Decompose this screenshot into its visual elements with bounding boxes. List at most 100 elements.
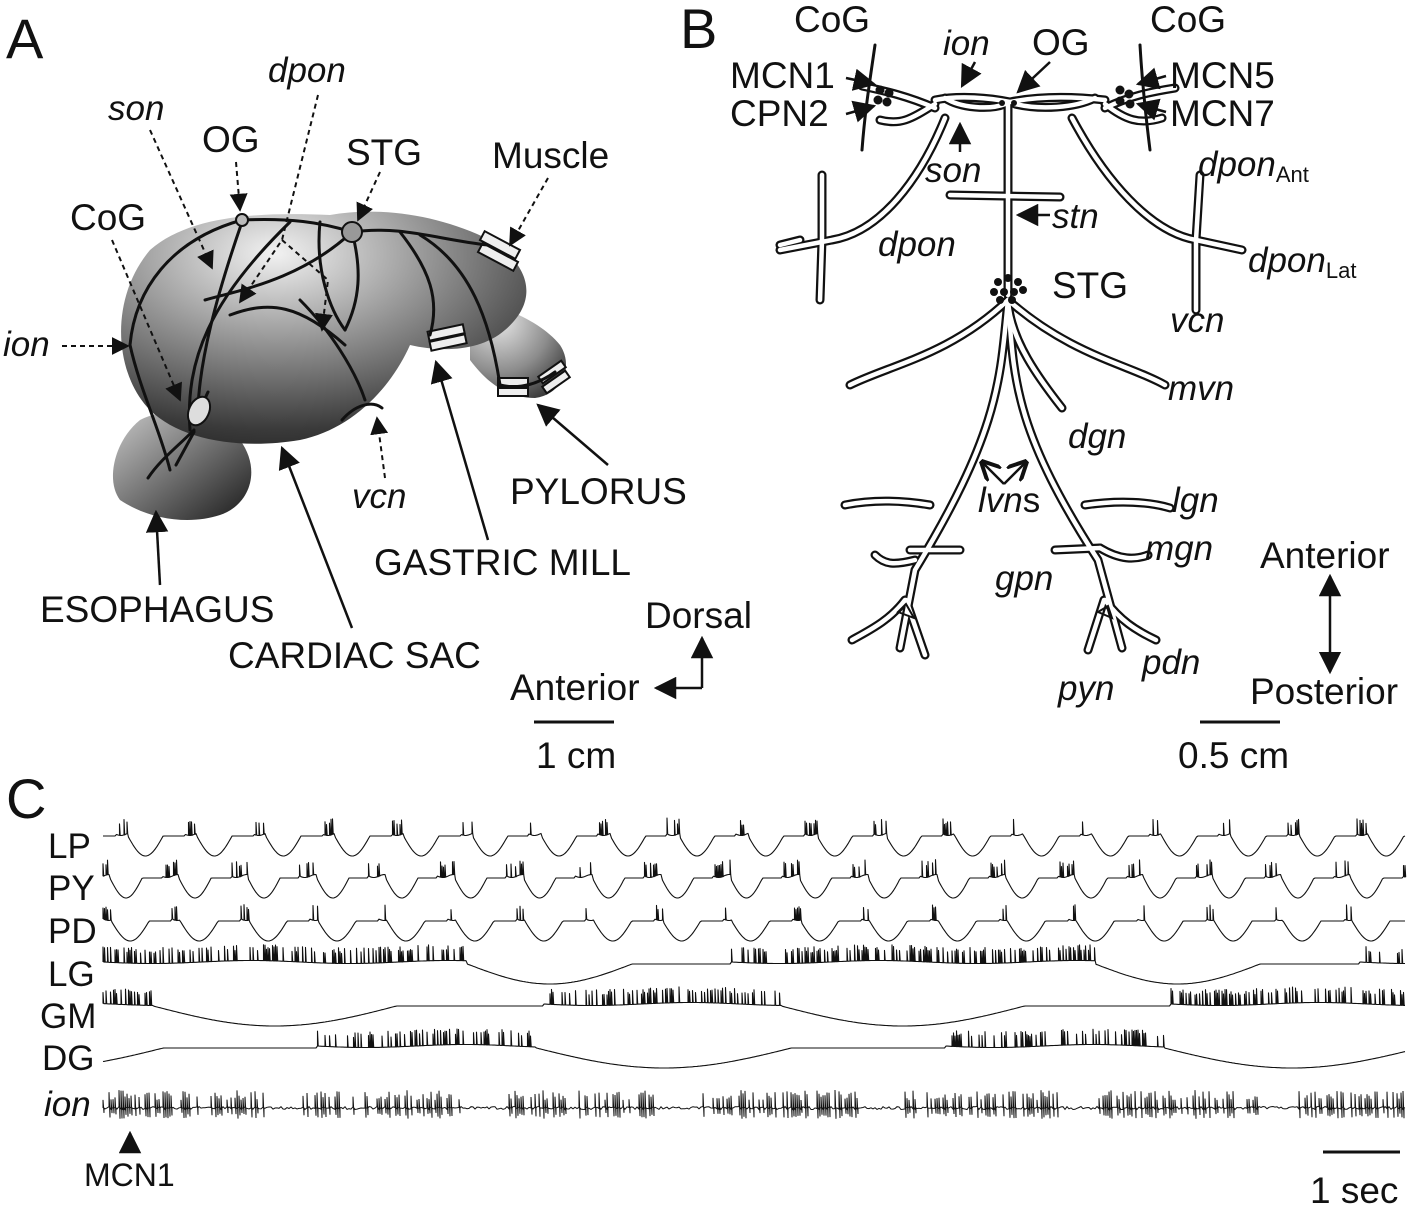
label-esophagus: ESOPHAGUS: [40, 589, 274, 630]
label-cpn2: CPN2: [730, 93, 829, 134]
cog-left-outline: [860, 43, 877, 152]
label-stg-b: STG: [1052, 265, 1128, 306]
trace-lp: [103, 817, 1406, 857]
pointer-mcn5: [1135, 67, 1167, 90]
label-muscle: Muscle: [492, 135, 609, 176]
og-soma: [999, 100, 1005, 106]
trace-dg: [102, 1028, 1406, 1069]
pointer-mcn7: [1135, 98, 1167, 121]
label-lgn: lgn: [1172, 481, 1219, 520]
og-soma-2: [1011, 100, 1017, 106]
pointer-cog-a: [111, 239, 182, 402]
label-cardiac-sac: CARDIAC SAC: [228, 635, 481, 676]
label-son-b: son: [925, 151, 981, 190]
label-dpon-lat: dponLat: [1248, 241, 1356, 283]
trace-label-pd: PD: [48, 912, 97, 951]
label-vcn-b: vcn: [1170, 301, 1224, 340]
panel-b-letter: B: [680, 0, 717, 60]
label-ion-trace: ion: [44, 1085, 91, 1124]
pointer-lvns-left: [982, 462, 1005, 485]
label-lvns: lvns: [978, 481, 1040, 520]
pointer-dpon-a: [238, 94, 319, 304]
panel-a: A: [3, 7, 752, 776]
label-ion-b: ion: [943, 24, 990, 63]
pointer-og-b: [1016, 61, 1051, 94]
label-mvn: mvn: [1168, 369, 1234, 408]
pointer-gastric-mill: [430, 359, 490, 541]
stg-somata: [990, 274, 1027, 304]
label-vcn-a: vcn: [352, 477, 406, 516]
label-mcn7: MCN7: [1170, 93, 1275, 134]
pointer-son: [149, 129, 214, 270]
label-dpon: dpon: [268, 51, 346, 90]
panel-c-letter: C: [6, 767, 46, 830]
og-ganglion: [235, 213, 249, 227]
label-dpon-ant: dponAnt: [1198, 145, 1309, 187]
gpn-loop-left: [896, 602, 917, 620]
cog-right-outline: [1138, 43, 1152, 152]
trace-pd: [102, 904, 1405, 942]
orientation-anterior-b: Anterior: [1260, 535, 1390, 576]
muscle-blocks: [426, 229, 572, 397]
label-mgn: mgn: [1145, 529, 1213, 568]
label-og-a: OG: [202, 119, 260, 160]
stomach-illustration: [112, 211, 572, 520]
orientation-dorsal: Dorsal: [645, 595, 752, 636]
label-mcn1-trace: MCN1: [84, 1157, 175, 1193]
trace-label-dg: DG: [42, 1039, 95, 1078]
label-ion-a: ion: [3, 325, 50, 364]
label-pylorus: PYLORUS: [510, 471, 687, 512]
label-gpn: gpn: [995, 559, 1053, 598]
gpn-loop-right: [1095, 604, 1114, 620]
label-dgn: dgn: [1068, 417, 1126, 456]
traces: [102, 817, 1407, 1069]
label-cog-right: CoG: [1150, 0, 1226, 40]
trace-label-lp: LP: [48, 827, 91, 866]
pointer-dpon-b: [281, 239, 333, 332]
label-stg-a: STG: [346, 132, 422, 173]
pointer-pylorus: [536, 403, 609, 466]
label-dpon-b: dpon: [878, 225, 956, 264]
scale-label-b: 0.5 cm: [1178, 735, 1289, 776]
pointer-ion-b: [960, 61, 982, 88]
trace-lg: [102, 944, 1405, 985]
label-pyn: pyn: [1057, 669, 1114, 708]
pointer-cardiac-sac: [278, 445, 354, 629]
label-og-b: OG: [1032, 22, 1090, 63]
label-mcn1: MCN1: [730, 55, 835, 96]
pointer-mcn1: [845, 68, 877, 91]
ion-extracellular-trace: [102, 1089, 1406, 1119]
mcn-somata-right: [1115, 85, 1135, 109]
trace-label-py: PY: [48, 869, 95, 908]
pointer-esophagus: [145, 509, 169, 586]
orientation-posterior-b: Posterior: [1250, 671, 1398, 712]
orientation-anterior-a: Anterior: [510, 667, 640, 708]
pointer-vcn-a: [370, 416, 389, 479]
trace-label-gm: GM: [40, 997, 96, 1036]
label-cog-left: CoG: [794, 0, 870, 40]
scale-label-a: 1 cm: [536, 735, 616, 776]
stns-nerve-tree: [775, 43, 1247, 660]
label-mcn5: MCN5: [1170, 55, 1275, 96]
mcn-somata-left: [873, 85, 894, 107]
trace-gm: [102, 986, 1405, 1027]
trace-py: [102, 859, 1407, 899]
pointer-cpn2: [845, 100, 877, 123]
panel-b: B: [680, 0, 1398, 776]
label-stn: stn: [1052, 197, 1099, 236]
label-gastric-mill: GASTRIC MILL: [374, 542, 631, 583]
label-son: son: [108, 89, 164, 128]
pointer-og-a: [229, 161, 248, 212]
trace-label-lg: LG: [48, 955, 95, 994]
label-cog-a: CoG: [70, 197, 146, 238]
panel-a-letter: A: [6, 7, 44, 70]
pointer-muscle: [509, 177, 549, 247]
label-pdn: pdn: [1141, 643, 1200, 682]
stg-ganglion: [341, 221, 363, 243]
cog-ganglion: [186, 395, 212, 427]
scale-label-c: 1 sec: [1310, 1170, 1398, 1209]
pointer-lvns-right: [1003, 462, 1026, 485]
